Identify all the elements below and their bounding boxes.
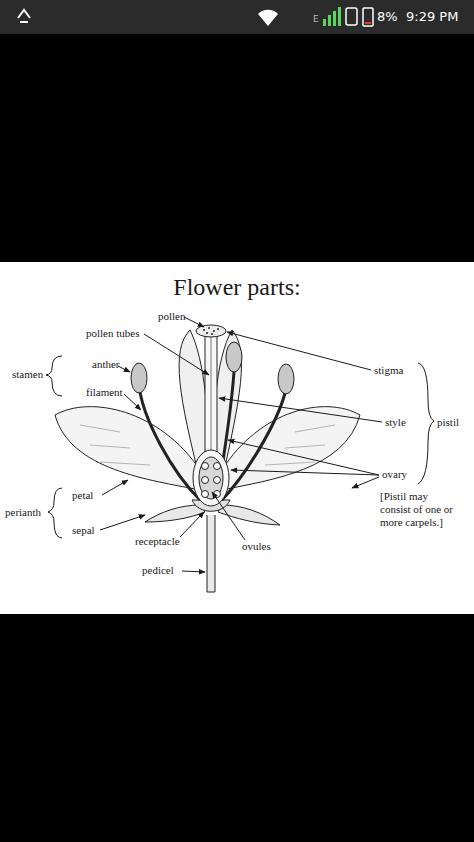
image-panel bbox=[0, 262, 474, 614]
part-label: style bbox=[385, 416, 406, 429]
part-label: sepal bbox=[72, 524, 95, 537]
wifi-icon bbox=[258, 10, 278, 26]
diagram-title: Flower parts: bbox=[0, 274, 474, 301]
part-label: pollen bbox=[158, 310, 186, 323]
part-label: pollen tubes bbox=[86, 327, 139, 340]
part-label: pedicel bbox=[142, 564, 174, 577]
status-bar bbox=[0, 0, 474, 34]
note: [Pistil may consist of one or more carpe… bbox=[380, 490, 454, 529]
battery-level bbox=[365, 22, 371, 24]
signal-icon bbox=[323, 7, 341, 26]
status-text: E bbox=[313, 14, 319, 24]
battery-percent: 8% bbox=[377, 9, 398, 24]
sim-icon bbox=[346, 8, 357, 25]
part-label: anther bbox=[92, 358, 119, 371]
part-label: ovules bbox=[242, 540, 271, 553]
part-label: stigma bbox=[374, 364, 403, 377]
group-label: pistil bbox=[437, 416, 459, 429]
part-label: ovary bbox=[382, 468, 407, 481]
part-label: filament bbox=[86, 386, 123, 399]
group-label: perianth bbox=[5, 506, 41, 519]
flower-drawing bbox=[55, 325, 360, 592]
leader-lines bbox=[100, 317, 382, 572]
app-icon bbox=[18, 10, 30, 22]
battery-icon bbox=[363, 8, 373, 26]
clock: 9:29 PM bbox=[406, 9, 458, 24]
part-label: petal bbox=[72, 489, 93, 502]
part-label: receptacle bbox=[135, 535, 180, 548]
group-label: stamen bbox=[12, 368, 43, 381]
brackets bbox=[46, 356, 434, 538]
